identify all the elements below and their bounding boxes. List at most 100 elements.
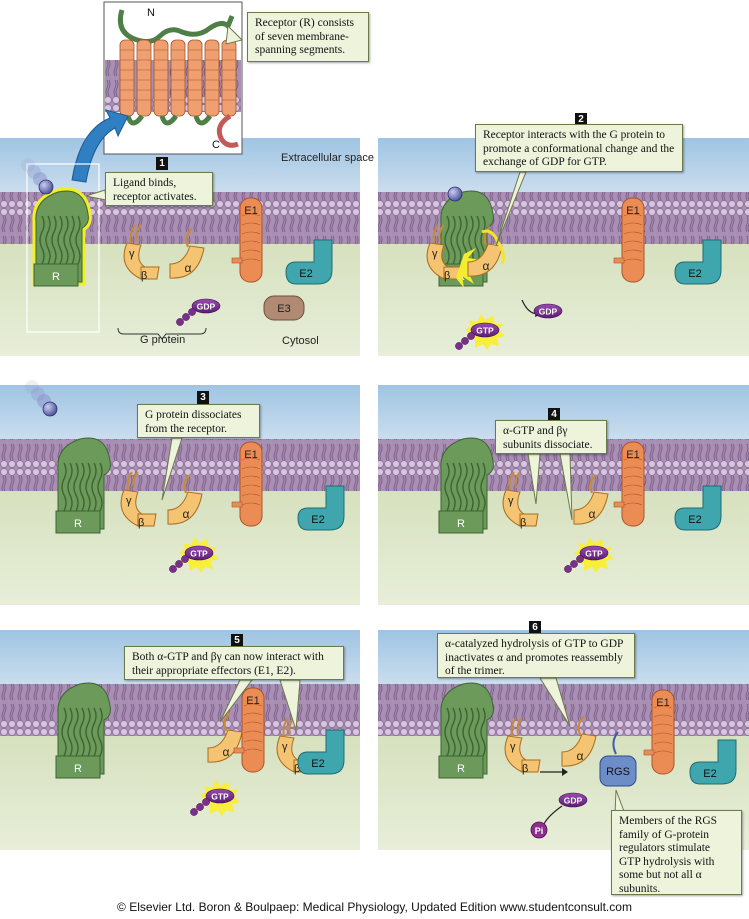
step-3-callout: G protein dissociates from the receptor. xyxy=(137,404,260,438)
effector-e2: E2 xyxy=(297,729,345,775)
gamma-label: γ xyxy=(126,495,132,507)
e1-label: E1 xyxy=(246,695,259,707)
g-alpha-subunit: α xyxy=(167,474,203,525)
gdp-molecule: GDP xyxy=(533,303,563,319)
n-terminus-label: N xyxy=(147,7,155,19)
receptor: RR xyxy=(438,437,494,534)
svg-text:GTP: GTP xyxy=(585,549,603,559)
phosphate-pi: Pi xyxy=(530,821,548,839)
gamma-label: γ xyxy=(508,495,514,507)
e2-label: E2 xyxy=(311,758,324,770)
g-betagamma-subunit: γβ xyxy=(123,224,160,282)
e1-label: E1 xyxy=(656,697,669,709)
e1-label: E1 xyxy=(244,449,257,461)
c-terminus-label: C xyxy=(212,139,220,151)
receptor: RR xyxy=(32,187,92,287)
cytosol-label: Cytosol xyxy=(282,335,319,347)
receptor-callout: Receptor (R) consists of seven membrane-… xyxy=(247,12,369,62)
effector-e2: E2 xyxy=(285,239,333,285)
svg-text:RGS: RGS xyxy=(606,766,630,778)
step-2-number: 2 xyxy=(575,113,587,126)
rgs-protein: RGS xyxy=(599,731,637,787)
gamma-label: γ xyxy=(282,741,288,753)
alpha-label: α xyxy=(223,745,230,759)
alpha-label: α xyxy=(589,507,596,521)
step-5-callout: Both α-GTP and βγ can now interact with … xyxy=(124,646,344,680)
effector-e1: E1 xyxy=(643,689,675,775)
step-5-number: 5 xyxy=(231,634,243,647)
g-alpha-subunit: α xyxy=(207,712,243,763)
gamma-label: γ xyxy=(129,248,135,260)
g-betagamma-subunit: γβ xyxy=(504,717,541,775)
receptor-label: R xyxy=(457,518,465,530)
g-alpha-subunit: α xyxy=(169,228,205,279)
effector-e2: E2 xyxy=(674,239,722,285)
receptor-inset: N C xyxy=(103,1,243,155)
alpha-label: α xyxy=(185,261,192,275)
svg-text:GDP: GDP xyxy=(564,796,583,806)
effector-e3: E3 xyxy=(263,295,305,321)
g-alpha-subunit: α xyxy=(561,716,597,767)
receptor-label: R xyxy=(457,763,465,775)
svg-text:GDP: GDP xyxy=(539,307,558,317)
receptor: RR xyxy=(438,682,494,779)
alpha-label: α xyxy=(577,749,584,763)
step-6-number: 6 xyxy=(529,621,541,634)
step-1-number: 1 xyxy=(156,157,168,170)
scene-3: RRγβαGTPE1E2 xyxy=(25,380,345,573)
alpha-label: α xyxy=(183,507,190,521)
ligand xyxy=(447,186,463,202)
scene-5: RRαGTPE1γβE2 xyxy=(55,682,345,816)
receptor-label: R xyxy=(74,763,82,775)
gtp-molecule: GTP xyxy=(455,314,505,350)
svg-text:GTP: GTP xyxy=(211,792,229,802)
membrane xyxy=(0,684,360,736)
gdp-molecule: GDP xyxy=(176,298,221,326)
membrane xyxy=(0,439,360,491)
alpha-label: α xyxy=(483,259,490,273)
g-protein-brace xyxy=(117,327,207,340)
gdp-molecule: GDP xyxy=(558,792,588,808)
e1-label: E1 xyxy=(626,449,639,461)
beta-label: β xyxy=(294,763,300,775)
step-4-callout: α-GTP and βγ subunits dissociate. xyxy=(495,420,607,454)
svg-text:GDP: GDP xyxy=(197,302,216,312)
gtp-molecule: GTP xyxy=(190,780,240,816)
effector-e2: E2 xyxy=(689,739,737,785)
svg-text:E3: E3 xyxy=(277,303,290,315)
seven-helix-receptor: N C xyxy=(117,7,239,151)
step-6-callout: α-catalyzed hydrolysis of GTP to GDP ina… xyxy=(437,633,635,678)
beta-label: β xyxy=(138,517,144,529)
extracellular-label: Extracellular space xyxy=(281,152,374,164)
beta-label: β xyxy=(141,270,147,282)
gamma-label: γ xyxy=(432,248,438,260)
effector-e1: E1 xyxy=(231,441,263,527)
e2-label: E2 xyxy=(311,514,324,526)
step-2-callout: Receptor interacts with the G protein to… xyxy=(475,124,683,172)
beta-label: β xyxy=(522,763,528,775)
receptor: RR xyxy=(55,437,111,534)
effector-e2: E2 xyxy=(674,485,722,531)
svg-text:GTP: GTP xyxy=(476,326,494,336)
e2-label: E2 xyxy=(688,268,701,280)
scenes: RRγβαGDPE1E2E3RRγβαGTPGDPE1E2RRγβαGTPE1E… xyxy=(21,24,737,839)
g-betagamma-subunit: γβ xyxy=(502,471,539,529)
copyright-footer: © Elsevier Ltd. Boron & Boulpaep: Medica… xyxy=(117,900,632,914)
effector-e2: E2 xyxy=(297,485,345,531)
svg-text:Pi: Pi xyxy=(535,826,544,836)
step-4-number: 4 xyxy=(548,408,560,421)
gtp-molecule: GTP xyxy=(169,537,219,573)
gtp-molecule: GTP xyxy=(564,537,614,573)
step-3-number: 3 xyxy=(197,391,209,404)
e2-label: E2 xyxy=(299,268,312,280)
beta-label: β xyxy=(520,517,526,529)
e1-label: E1 xyxy=(244,205,257,217)
callout-pointers xyxy=(85,24,626,815)
g-betagamma-subunit: γβ xyxy=(120,471,157,529)
receptor-label: R xyxy=(74,518,82,530)
effector-e1: E1 xyxy=(613,197,645,283)
scene-2: RRγβαGTPGDPE1E2 xyxy=(426,186,722,350)
